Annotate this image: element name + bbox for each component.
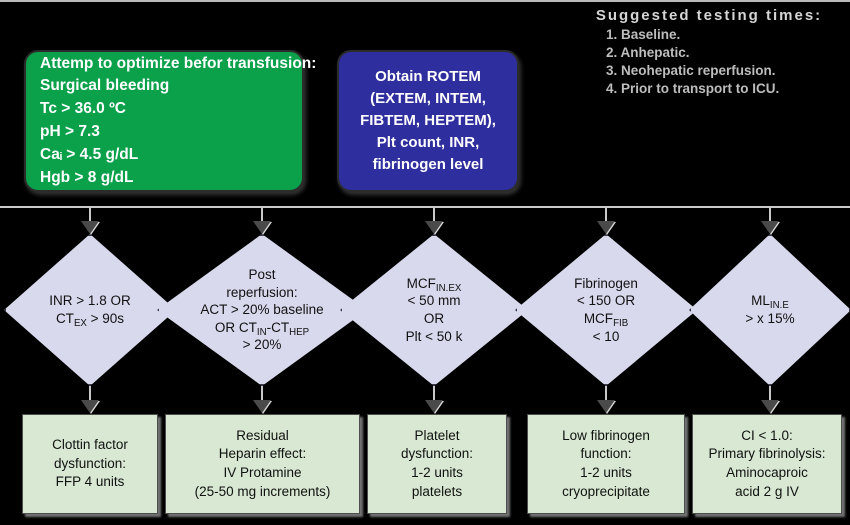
text-line: dysfunction: — [400, 446, 474, 462]
text-line: MLIN.E — [751, 293, 789, 312]
text-line: CTEX > 90s — [55, 310, 125, 329]
text-line: dysfunction: — [53, 455, 127, 471]
suggested-testing-times-note: Suggested testing times: 1. Baseline. 2.… — [570, 6, 848, 98]
text-line: function: — [580, 446, 632, 462]
text-line: IV Protamine — [223, 465, 302, 480]
result-drop-4 — [605, 386, 607, 402]
result-drop-3 — [433, 386, 435, 402]
note-title: Suggested testing times: — [595, 7, 823, 24]
result-drop-2 — [261, 386, 263, 402]
text-line: Heparin effect: — [218, 446, 307, 462]
note-item-4: 4. Prior to transport to ICU. — [606, 81, 780, 97]
decision-text-5: MLIN.E> x 15% — [689, 234, 850, 386]
result-drop-1 — [89, 386, 91, 402]
result-arrowhead-1 — [81, 400, 99, 413]
bus-arrowhead-2 — [253, 221, 271, 234]
connector-bus — [0, 206, 850, 208]
text-line: < 150 OR — [576, 293, 636, 309]
text-line: ACT > 20% baseline — [200, 302, 324, 318]
bus-arrowhead-4 — [597, 221, 615, 234]
text-line: INR > 1.8 OR — [49, 293, 131, 309]
text-line: Clottin factor — [52, 437, 128, 453]
note-item-1: 1. Baseline. — [606, 26, 681, 42]
bus-drop-5 — [769, 206, 771, 224]
text-line: MCFIN.EX — [406, 275, 462, 294]
optimize-before-transfusion-box: Attemp to optimize befor transfusion: Su… — [24, 50, 316, 192]
bus-arrowhead-3 — [425, 221, 443, 234]
result-arrowhead-5 — [761, 400, 779, 413]
bus-arrowhead-1 — [81, 221, 99, 234]
text-line: < 10 — [592, 328, 620, 344]
green-line-3: Tc > 36.0 ºC — [40, 100, 126, 118]
text-line: cryoprecipitate — [562, 483, 650, 499]
text-line: CI < 1.0: — [741, 427, 793, 443]
green-line-2: Surgical bleeding — [40, 77, 170, 95]
result-arrowhead-2 — [253, 400, 271, 413]
blue-line-5: fibrinogen level — [372, 155, 484, 173]
text-line: > x 15% — [745, 311, 795, 327]
text-line: OR CTIN-CTHEP — [214, 319, 310, 338]
bus-drop-1 — [89, 206, 91, 224]
text-line: Post — [248, 267, 276, 283]
text-line: Platelet — [414, 427, 460, 443]
text-line: FFP 4 units — [55, 474, 125, 490]
result-text-4: Low fibrinogen function: 1-2 units cryoprec… — [562, 427, 650, 502]
green-line-5: Caᵢ > 4.5 g/dL — [40, 145, 139, 163]
result-box-3: Platelet dysfunction: 1-2 units platelets — [367, 414, 507, 514]
result-box-5: CI < 1.0: Primary fibrinolysis: Aminocapro… — [692, 414, 842, 514]
blue-line-2: (EXTEM, INTEM, — [370, 90, 486, 108]
text-line: (25-50 mg increments) — [194, 483, 331, 499]
text-line: Plt < 50 k — [405, 328, 463, 344]
result-text-5: CI < 1.0: Primary fibrinolysis: Aminocapro… — [708, 427, 825, 502]
text-line: platelets — [411, 483, 463, 499]
result-text-3: Platelet dysfunction: 1-2 units platelets — [401, 427, 473, 502]
obtain-rotem-box: Obtain ROTEM (EXTEM, INTEM, FIBTEM, HEPT… — [337, 50, 519, 192]
result-text-1: Clottin factor dysfunction: FFP 4 units — [52, 436, 128, 492]
text-line: Low fibrinogen — [562, 427, 650, 443]
text-line: OR — [423, 311, 445, 327]
result-drop-5 — [769, 386, 771, 402]
result-arrowhead-3 — [425, 400, 443, 413]
text-line: 1-2 units — [580, 465, 632, 480]
blue-line-1: Obtain ROTEM — [375, 68, 481, 86]
green-line-6: Hgb > 8 g/dL — [40, 168, 134, 186]
bus-drop-3 — [433, 206, 435, 224]
text-line: Aminocaproic — [726, 465, 808, 480]
bus-arrowhead-5 — [761, 221, 779, 234]
note-item-2: 2. Anhepatic. — [606, 44, 690, 60]
text-line: Primary fibrinolysis: — [708, 446, 826, 462]
decision-diamond-5: MLIN.E> x 15% — [689, 234, 850, 386]
text-line: > 20% — [242, 337, 282, 353]
green-line-1: Attemp to optimize befor transfusion: — [40, 54, 317, 72]
green-line-4: pH > 7.3 — [40, 123, 100, 140]
text-line: < 50 mm — [407, 293, 461, 309]
text-line: Fibrinogen — [574, 275, 638, 291]
text-line: Residual — [236, 427, 289, 443]
text-line: reperfusion: — [226, 284, 298, 300]
bus-drop-2 — [261, 206, 263, 224]
result-box-1: Clottin factor dysfunction: FFP 4 units — [22, 414, 158, 514]
text-line: MCFFIB — [583, 310, 629, 329]
blue-line-3: FIBTEM, HEPTEM), — [360, 112, 496, 130]
blue-line-4: Plt count, INR, — [376, 133, 480, 151]
result-box-4: Low fibrinogen function: 1-2 units cryoprec… — [527, 414, 685, 514]
bus-drop-4 — [605, 206, 607, 224]
result-arrowhead-4 — [597, 400, 615, 413]
note-item-3: 3. Neohepatic reperfusion. — [606, 62, 776, 78]
text-line: acid 2 g IV — [735, 483, 799, 499]
text-line: 1-2 units — [411, 465, 463, 480]
